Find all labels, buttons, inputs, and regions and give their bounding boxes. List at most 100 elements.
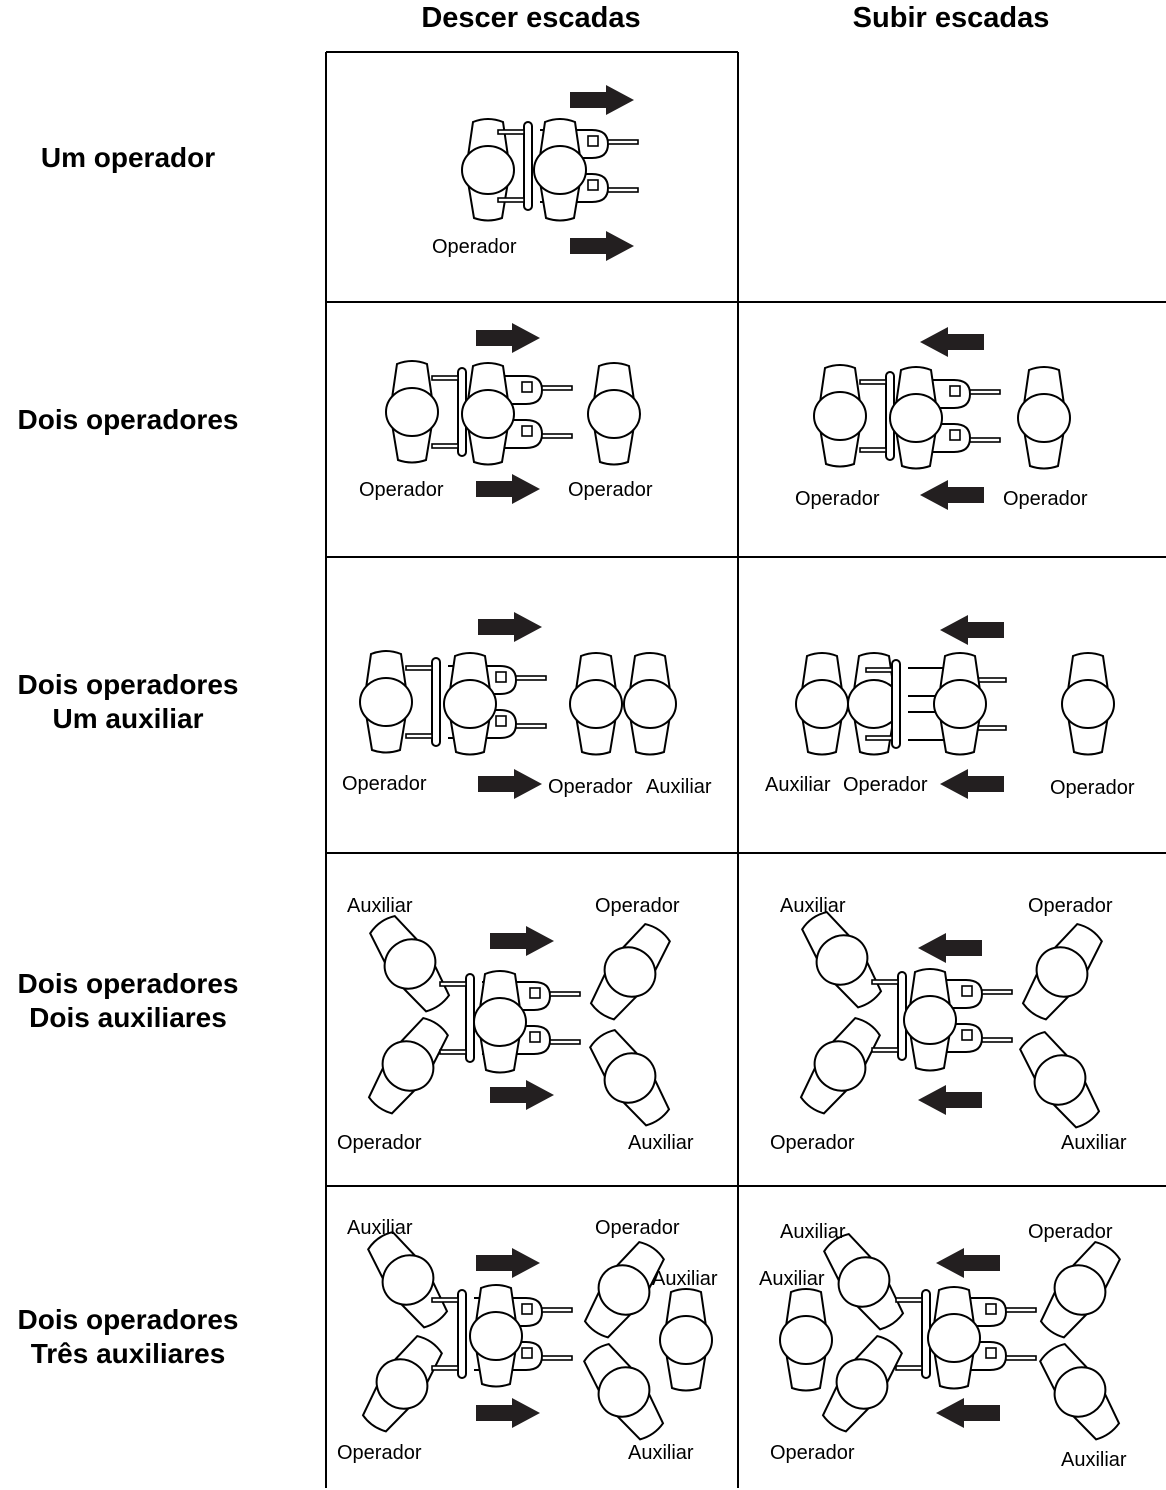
person-figure [801, 910, 883, 1009]
chair-backrest [891, 659, 901, 749]
person-head [1053, 1264, 1107, 1316]
chair-backrest [523, 121, 533, 211]
chair-foot [521, 1347, 533, 1359]
person-head [837, 1256, 891, 1308]
person-figure [927, 1286, 981, 1390]
person-figure [813, 364, 867, 468]
person-head [469, 1311, 523, 1361]
row-header-5-line2: Três auxiliares [30, 1338, 226, 1369]
person-figure [779, 1288, 833, 1392]
direction-arrow [490, 1080, 554, 1110]
chair-backrest [465, 973, 475, 1063]
chair-foot [949, 385, 961, 397]
direction-arrow [476, 323, 540, 353]
label-helper: Auxiliar [347, 1217, 413, 1239]
label-helper: Auxiliar [765, 774, 831, 796]
label-operator: Operador [595, 1217, 680, 1239]
label-operator: Operador [595, 895, 680, 917]
row-header-3-line1: Dois operadores [17, 669, 239, 700]
arrow-shape [476, 323, 540, 353]
person-figure [461, 118, 515, 222]
chair-handle [541, 385, 573, 391]
chair-rail [431, 1297, 459, 1303]
row-header-3: Dois operadores Um auxiliar [0, 668, 256, 736]
direction-arrow [918, 1085, 982, 1115]
chair-rail [865, 735, 893, 741]
person-head [385, 387, 439, 437]
chair-foot [985, 1303, 997, 1315]
chair-rail [405, 665, 433, 671]
direction-arrow [940, 769, 1004, 799]
person-head [1061, 679, 1115, 729]
person-figure [889, 366, 943, 470]
label-helper: Auxiliar [652, 1268, 718, 1290]
label-operator: Operador [359, 479, 444, 501]
label-operator: Operador [1028, 1221, 1113, 1243]
chair-handle [515, 675, 547, 681]
person-figure [473, 970, 527, 1074]
person-figure [367, 1016, 449, 1115]
label-helper: Auxiliar [780, 895, 846, 917]
chair-rail [405, 733, 433, 739]
person-figure [623, 652, 677, 756]
person-head [623, 679, 677, 729]
row-header-4-line1: Dois operadores [17, 968, 239, 999]
person-figure [359, 650, 413, 754]
person-figure [369, 914, 451, 1013]
person-figure [361, 1334, 443, 1433]
row-header-1: Um operador [0, 141, 256, 175]
direction-arrow [920, 480, 984, 510]
direction-arrow [478, 612, 542, 642]
chair-rail [497, 197, 525, 203]
direction-arrow [490, 926, 554, 956]
chair-foot [587, 135, 599, 147]
chair-handle [975, 725, 1007, 731]
arrow-shape [936, 1398, 1000, 1428]
chair-foot [985, 1347, 997, 1359]
chair-foot [495, 715, 507, 727]
person-head [375, 1358, 429, 1410]
arrow-shape [920, 327, 984, 357]
label-helper: Auxiliar [347, 895, 413, 917]
chair-rail [439, 981, 467, 987]
direction-arrow [570, 231, 634, 261]
label-operator: Operador [342, 773, 427, 795]
person-head [933, 679, 987, 729]
person-head [903, 995, 957, 1045]
label-helper: Auxiliar [646, 776, 712, 798]
chair-handle [607, 187, 639, 193]
person-head [813, 1040, 867, 1092]
person-figure [443, 652, 497, 756]
person-head [597, 1264, 651, 1316]
label-operator: Operador [1003, 488, 1088, 510]
person-figure [903, 968, 957, 1072]
person-figure [1017, 366, 1071, 470]
row-header-1-line1: Um operador [40, 142, 216, 173]
person-figure [461, 362, 515, 466]
label-operator: Operador [568, 479, 653, 501]
person-head [779, 1315, 833, 1365]
person-head [569, 679, 623, 729]
person-figure [367, 1230, 449, 1329]
person-head [813, 391, 867, 441]
person-head [1017, 393, 1071, 443]
chair-rail [431, 1365, 459, 1371]
person-head [587, 389, 641, 439]
arrow-shape [478, 612, 542, 642]
row-header-4-line2: Dois auxiliares [29, 1002, 227, 1033]
label-helper: Auxiliar [780, 1221, 846, 1243]
direction-arrow [476, 474, 540, 504]
chair-foot [521, 381, 533, 393]
arrow-shape [570, 231, 634, 261]
arrow-shape [478, 769, 542, 799]
chair-handle [981, 1037, 1013, 1043]
person-head [381, 1254, 435, 1306]
chair-rail [431, 443, 459, 449]
chair-foot [949, 429, 961, 441]
chair-foot [495, 671, 507, 683]
chair-handle [1005, 1355, 1037, 1361]
person-figure [589, 1028, 671, 1127]
person-figure [847, 652, 901, 756]
chair-foot [521, 425, 533, 437]
